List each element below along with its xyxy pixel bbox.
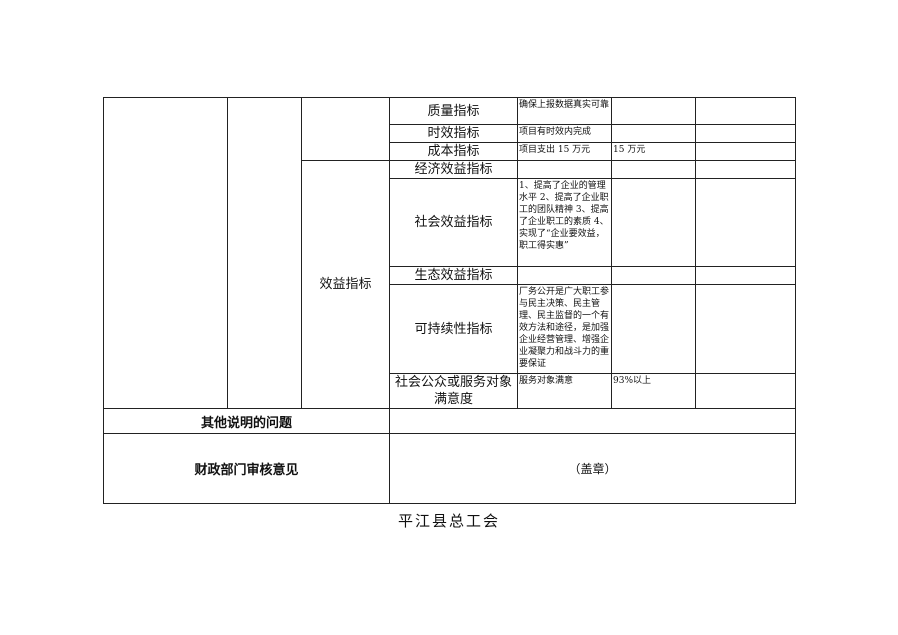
output-group-cell	[301, 97, 390, 161]
seal-cell: （盖章）	[389, 433, 796, 504]
indicator-value	[611, 124, 696, 143]
indicator-value: 15 万元	[611, 142, 696, 161]
indicator-note	[695, 178, 796, 267]
indicator-note	[695, 160, 796, 179]
indicator-name: 社会公众或服务对象满意度	[389, 373, 518, 409]
indicator-content: 确保上报数据真实可靠	[517, 97, 612, 125]
indicator-name: 生态效益指标	[389, 266, 518, 285]
indicator-value	[611, 97, 696, 125]
indicator-note	[695, 124, 796, 143]
performance-table: 质量指标 确保上报数据真实可靠 时效指标 项目有时效内完成 成本指标 项目支出 …	[103, 97, 796, 504]
indicator-name: 经济效益指标	[389, 160, 518, 179]
blank-cell	[227, 97, 302, 409]
indicator-note	[695, 266, 796, 285]
indicator-content: 项目有时效内完成	[517, 124, 612, 143]
indicator-content	[517, 266, 612, 285]
indicator-name: 可持续性指标	[389, 284, 518, 374]
indicator-value	[611, 266, 696, 285]
indicator-content: 项目支出 15 万元	[517, 142, 612, 161]
footer-organization: 平江县总工会	[397, 512, 500, 530]
indicator-note	[695, 373, 796, 409]
indicator-name: 成本指标	[389, 142, 518, 161]
indicator-content	[517, 160, 612, 179]
other-issues-label: 其他说明的问题	[103, 408, 390, 434]
benefit-group-label: 效益指标	[301, 160, 390, 409]
finance-review-label: 财政部门审核意见	[103, 433, 390, 504]
indicator-value: 93%以上	[611, 373, 696, 409]
indicator-name: 时效指标	[389, 124, 518, 143]
indicator-content: 厂务公开是广大职工参与民主决策、民主管理、民主监督的一个有效方法和途径，是加强企…	[517, 284, 612, 374]
indicator-value	[611, 284, 696, 374]
indicator-name: 社会效益指标	[389, 178, 518, 267]
indicator-content: 服务对象满意	[517, 373, 612, 409]
indicator-note	[695, 284, 796, 374]
indicator-name: 质量指标	[389, 97, 518, 125]
indicator-note	[695, 97, 796, 125]
other-issues-value	[389, 408, 796, 434]
indicator-value	[611, 160, 696, 179]
blank-cell	[103, 97, 228, 409]
indicator-value	[611, 178, 696, 267]
indicator-note	[695, 142, 796, 161]
indicator-content: 1、提高了企业的管理水平 2、提高了企业职工的团队精神 3、提高了企业职工的素质…	[517, 178, 612, 267]
